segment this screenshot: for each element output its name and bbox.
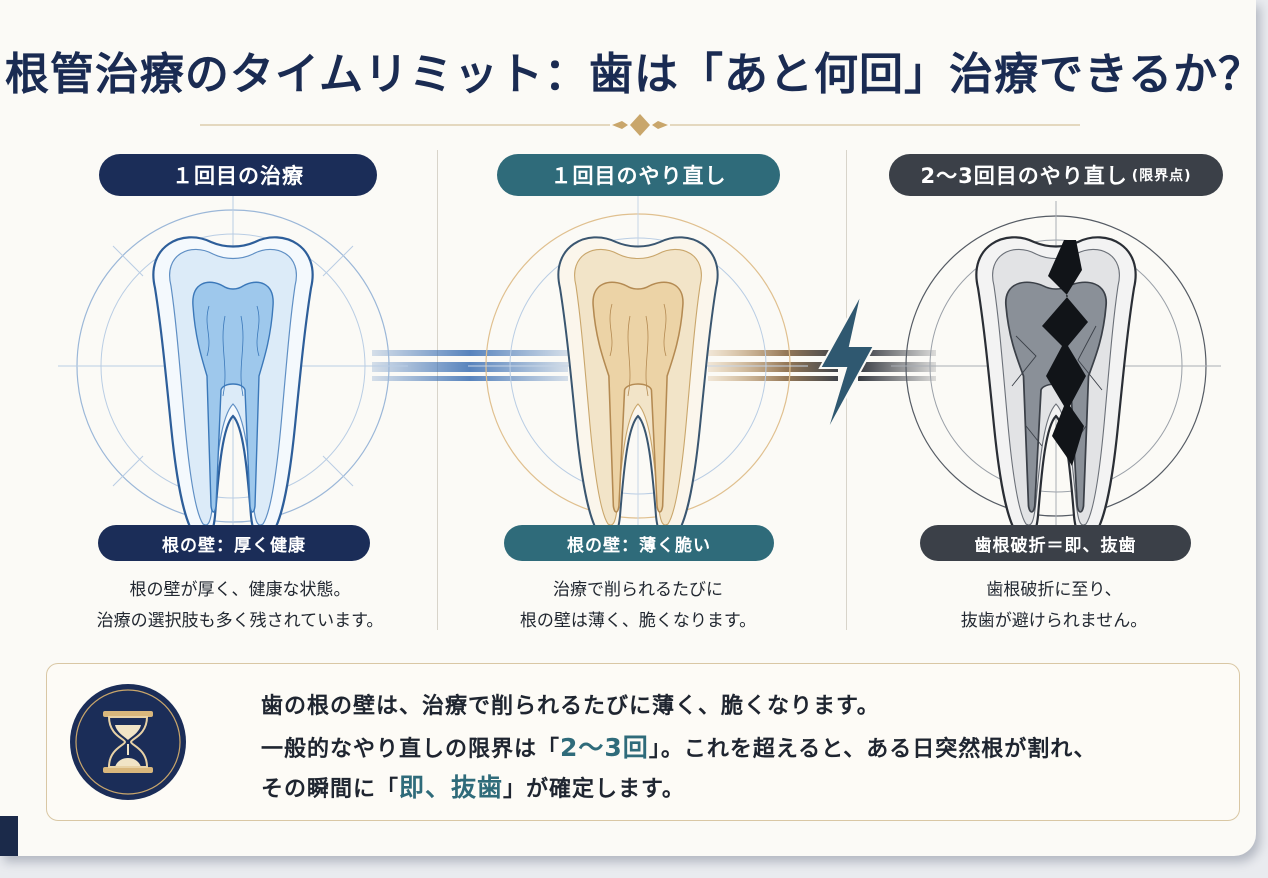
stage-3-description: 歯根破折に至り、 抜歯が避けられません。	[960, 580, 1148, 631]
title-divider	[200, 114, 1080, 136]
stage-2-status: 根の壁：薄く脆い	[504, 525, 774, 561]
connector-band-1	[372, 350, 568, 381]
stage-3-header: 2〜3回目のやり直し (限界点)	[889, 154, 1223, 196]
summary-box: 歯の根の壁は、治療で削られるたびに薄く、脆くなります。 一般的なやり直しの限界は…	[46, 663, 1240, 821]
stage-1-status: 根の壁：厚く健康	[98, 525, 370, 561]
stage-2-description: 治療で削られるたびに 根の壁は薄く、脆くなります。	[519, 580, 757, 631]
tooth-diagram	[58, 191, 1221, 542]
stage-3-status: 歯根破折＝即、抜歯	[920, 525, 1191, 561]
tooth-fractured	[891, 201, 1221, 542]
stage-1-description: 根の壁が厚く、健康な状態。 治療の選択肢も多く残されています。	[96, 580, 384, 631]
stage-2-header: １回目のやり直し	[497, 154, 780, 196]
lightning-icon	[818, 291, 876, 435]
hourglass-icon	[70, 684, 186, 800]
tooth-healthy	[58, 191, 408, 542]
stage-1-header: １回目の治療	[99, 154, 377, 196]
summary-line-2: 一般的なやり直しの限界は「2〜3回」。これを超えると、ある日突然根が割れ、	[261, 733, 1097, 762]
summary-line-1: 歯の根の壁は、治療で削られるたびに薄く、脆くなります。	[261, 694, 880, 719]
tooth-weakened	[468, 196, 808, 541]
extraction-highlight: 即、抜歯	[399, 773, 504, 802]
infographic-card: 根管治療のタイムリミット：歯は「あと何回」治療できるか？	[0, 0, 1262, 856]
corner-accent	[0, 816, 18, 856]
connector-band-2	[708, 350, 936, 381]
limit-highlight: 2〜3回	[560, 733, 649, 762]
page-title: 根管治療のタイムリミット：歯は「あと何回」治療できるか？	[4, 49, 1264, 100]
summary-line-3: その瞬間に「即、抜歯」が確定します。	[261, 773, 685, 802]
column-separator	[437, 150, 438, 630]
stage-3-header-note: (限界点)	[1131, 168, 1192, 184]
